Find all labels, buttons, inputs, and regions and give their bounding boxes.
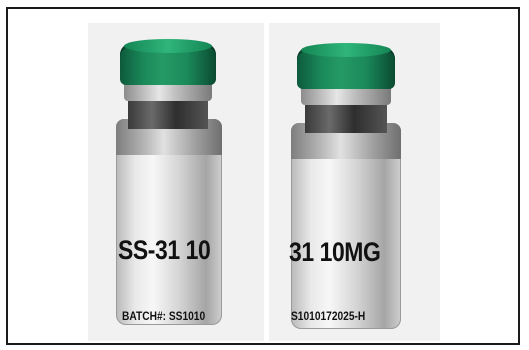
vial-label-main: 31 10MG <box>289 237 381 267</box>
vial-photo-left: SS-31 10 BATCH#: SS1010 <box>88 23 264 341</box>
vial-right <box>283 23 413 341</box>
vial-neck <box>305 105 387 133</box>
vial-label-batch: S1010172025-H <box>291 309 366 323</box>
vial-neck <box>128 101 208 129</box>
photo-divider <box>264 23 269 341</box>
vial-cap <box>120 39 216 85</box>
vial-photo-right: 31 10MG S1010172025-H <box>269 23 440 341</box>
vial-cap-top <box>301 43 391 57</box>
vial-label-main: SS-31 10 <box>118 235 211 265</box>
vial-left <box>110 23 230 341</box>
vial-crimp-seal <box>124 83 212 101</box>
vial-label-batch: BATCH#: SS1010 <box>122 309 206 323</box>
vial-cap <box>297 43 395 89</box>
vial-cap-top <box>124 39 212 53</box>
vial-body <box>291 123 401 329</box>
image-frame: SS-31 10 BATCH#: SS1010 31 10MG S1010172… <box>6 7 520 345</box>
vial-crimp-seal <box>301 87 391 105</box>
vial-body <box>116 119 222 325</box>
